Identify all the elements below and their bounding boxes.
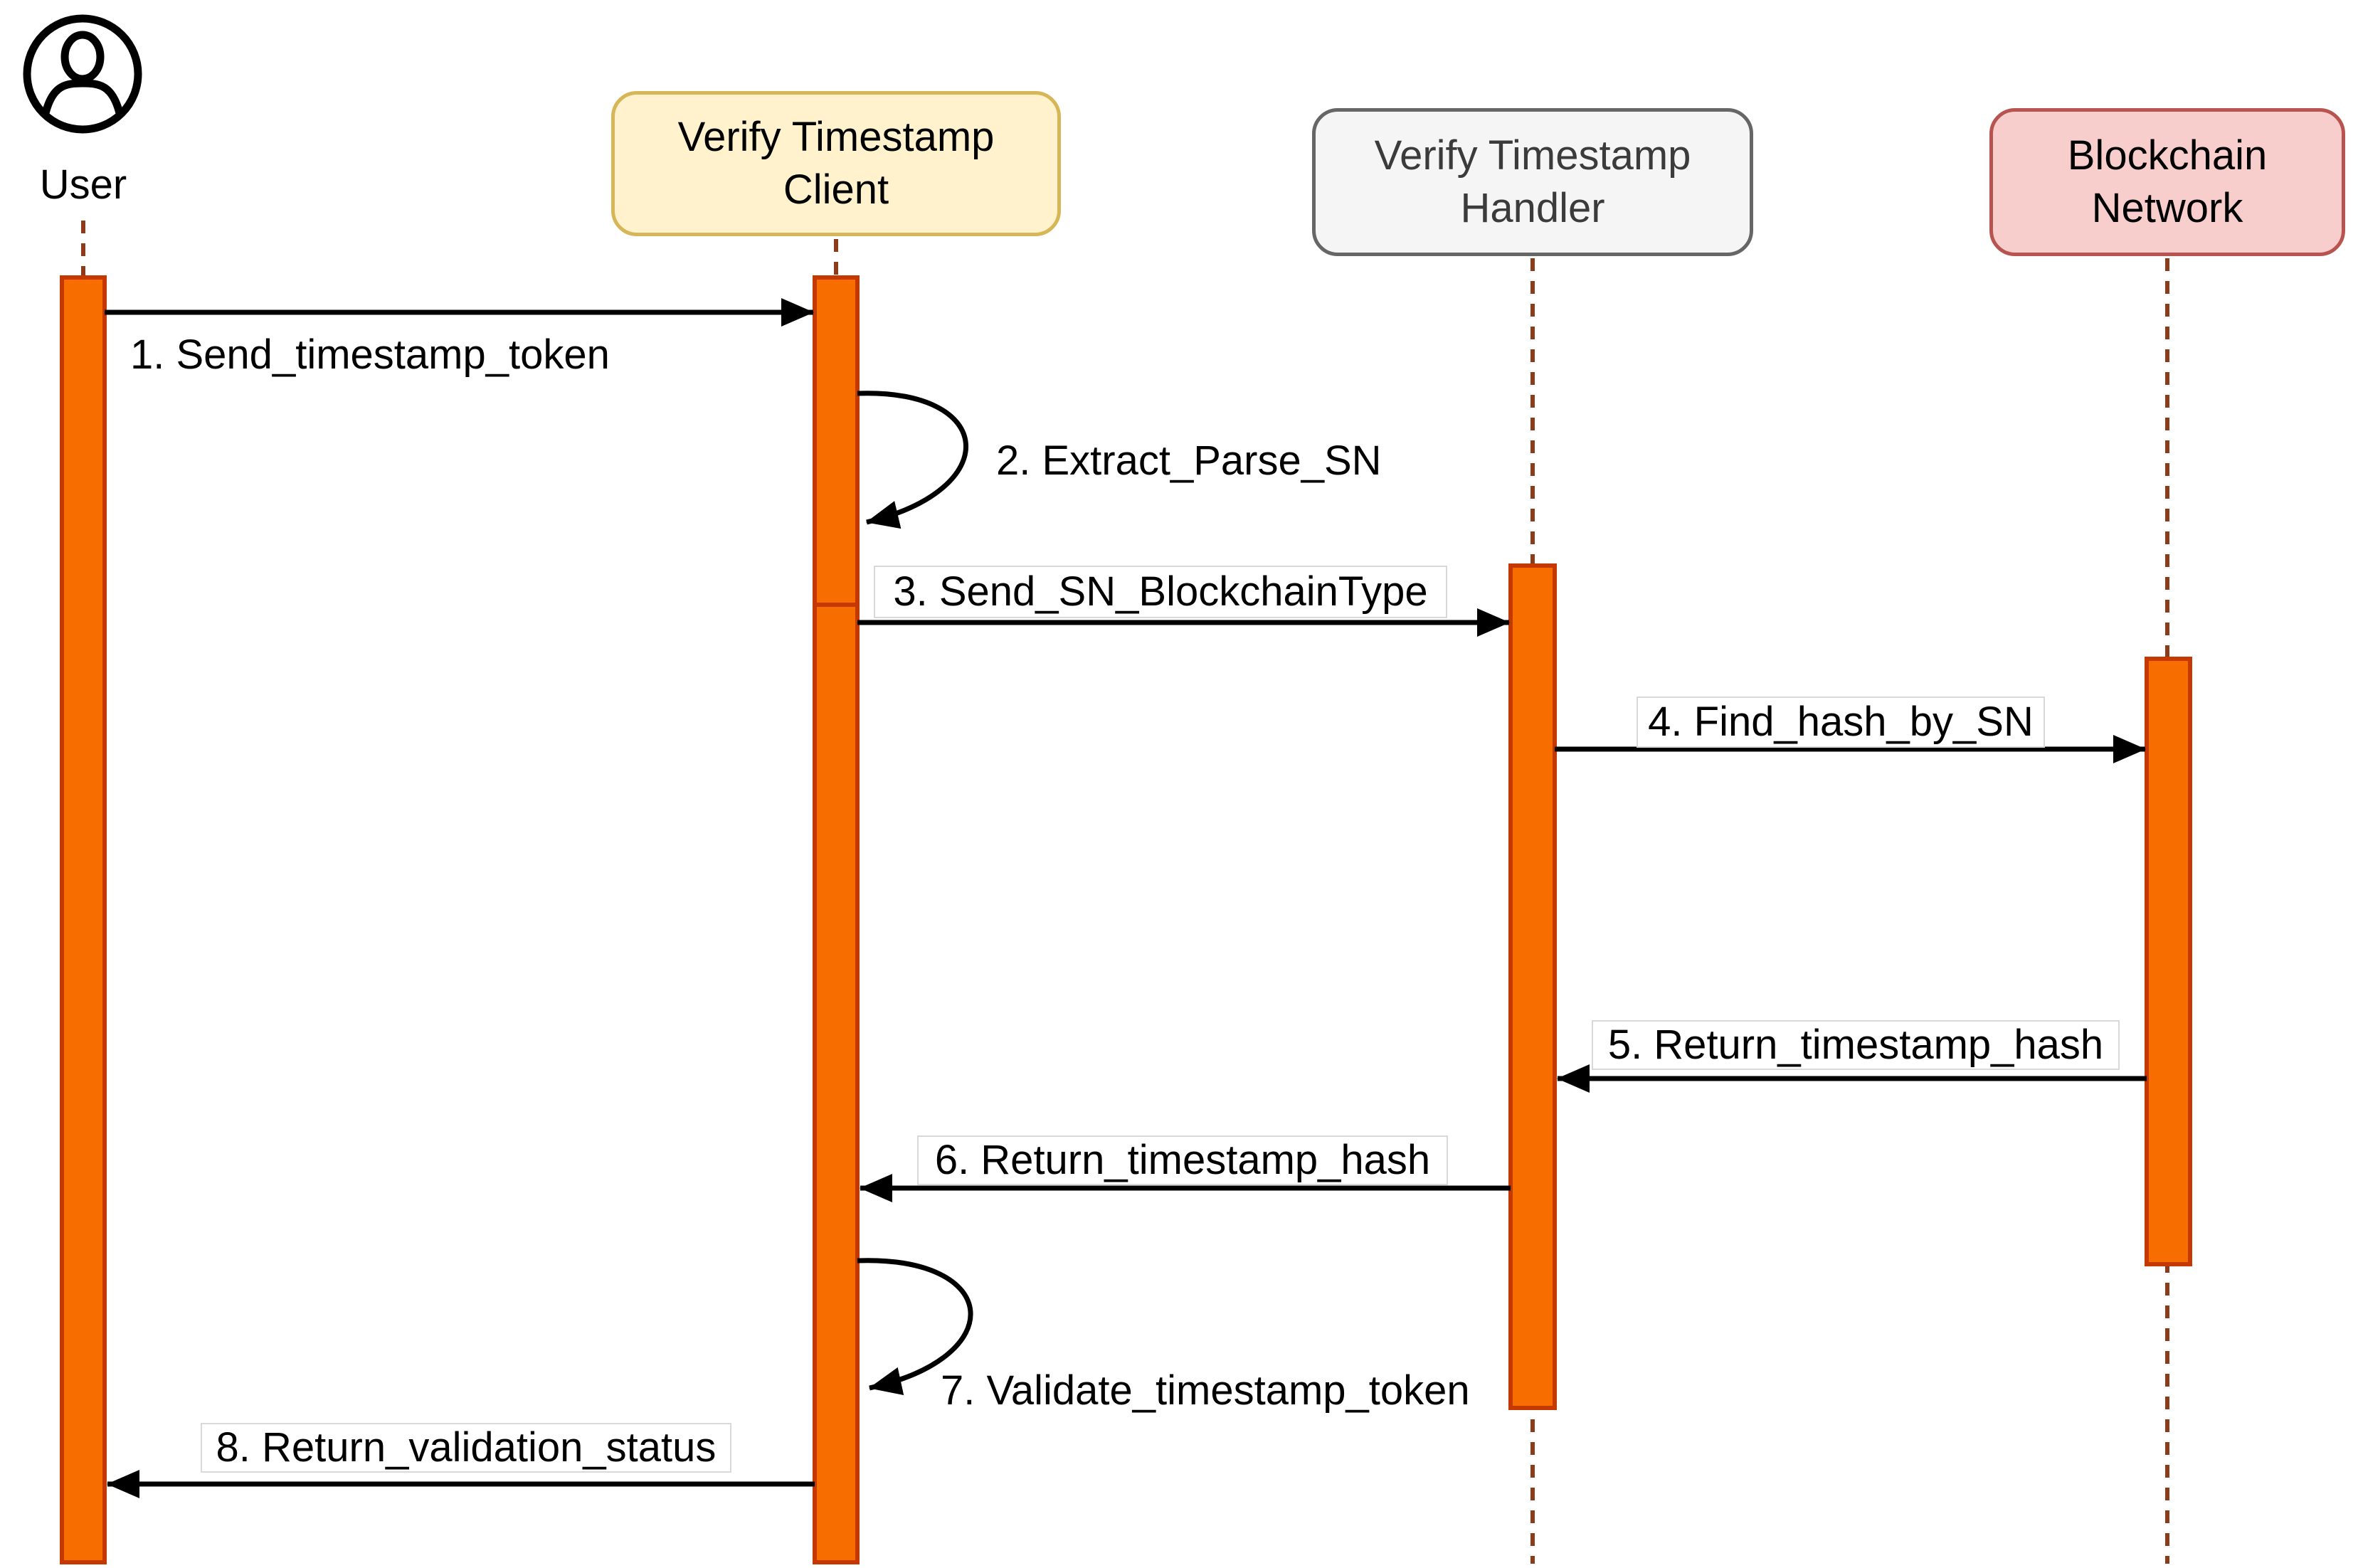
message-arrow-7-self-loop	[857, 1258, 973, 1395]
message-label-6: 6. Return_timestamp_hash	[917, 1135, 1448, 1185]
message-label-2: 2. Extract_Parse_SN	[996, 438, 1382, 484]
message-arrow-2-self-loop	[857, 391, 968, 529]
actor-box-client: Verify Timestamp Client	[611, 91, 1061, 236]
actor-label-user: User	[39, 161, 127, 208]
actor-client-line1: Verify Timestamp	[677, 113, 995, 160]
actor-box-network: Blockchain Network	[1989, 108, 2345, 256]
activation-bar-client-top	[813, 275, 860, 607]
activation-bar-client-bottom	[813, 603, 860, 1564]
user-actor-icon	[23, 14, 142, 134]
activation-bar-network	[2145, 657, 2192, 1266]
activation-bar-user	[60, 275, 107, 1564]
message-label-5: 5. Return_timestamp_hash	[1592, 1020, 2120, 1070]
message-label-4: 4. Find_hash_by_SN	[1637, 696, 2045, 748]
actor-client-line2: Client	[783, 166, 889, 213]
actor-network-line2: Network	[2091, 185, 2243, 231]
message-label-1: 1. Send_timestamp_token	[130, 332, 610, 378]
message-label-8: 8. Return_validation_status	[201, 1423, 731, 1473]
activation-bar-handler	[1508, 563, 1557, 1410]
actor-handler-line2: Handler	[1460, 185, 1605, 231]
actor-box-handler: Verify Timestamp Handler	[1312, 108, 1753, 256]
actor-handler-line1: Verify Timestamp	[1374, 132, 1691, 179]
actor-network-line1: Blockchain	[2067, 132, 2268, 179]
message-label-7: 7. Validate_timestamp_token	[941, 1367, 1470, 1414]
message-label-3: 3. Send_SN_BlockchainType	[874, 566, 1447, 618]
